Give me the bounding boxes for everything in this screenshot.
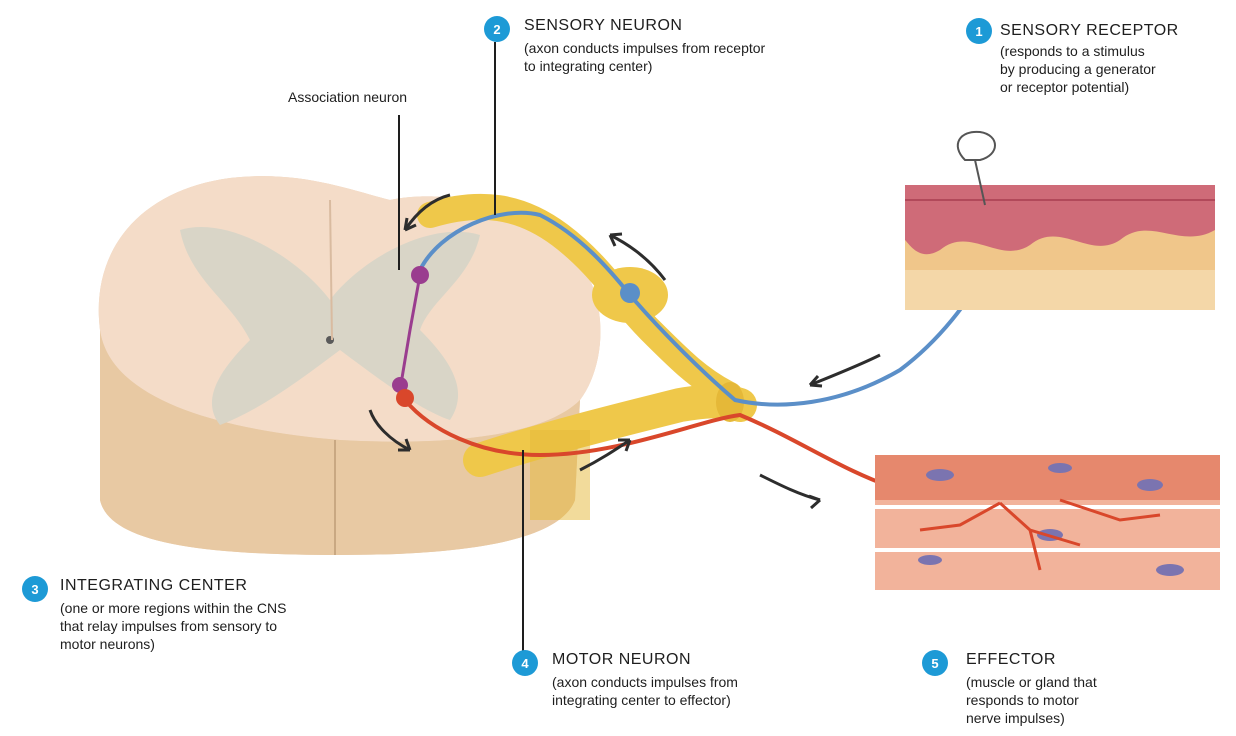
step-desc-line: (one or more regions within the CNS — [60, 599, 286, 617]
step-badge: 2 — [484, 16, 510, 42]
step-title: SENSORY NEURON — [524, 16, 682, 35]
step-desc-line: by producing a generator — [1000, 60, 1156, 78]
step-title: EFFECTOR — [966, 650, 1056, 669]
step-badge: 4 — [512, 650, 538, 676]
step-title: INTEGRATING CENTER — [60, 576, 247, 595]
step-desc-line: (muscle or gland that — [966, 673, 1097, 691]
step-desc-line: responds to motor — [966, 691, 1079, 709]
step-desc-line: (axon conducts impulses from receptor — [524, 39, 765, 57]
spinal-cord-section — [99, 176, 601, 555]
step-badge: 1 — [966, 18, 992, 44]
step-desc-line: nerve impulses) — [966, 709, 1065, 727]
association-neuron-label: Association neuron — [288, 88, 407, 106]
step-desc-line: motor neurons) — [60, 635, 155, 653]
step-desc-line: that relay impulses from sensory to — [60, 617, 277, 635]
step-desc-line: integrating center to effector) — [552, 691, 731, 709]
step-desc-line: to integrating center) — [524, 57, 652, 75]
step-desc-line: (responds to a stimulus — [1000, 42, 1145, 60]
step-title: SENSORY RECEPTOR — [1000, 21, 1179, 40]
step-desc-line: or receptor potential) — [1000, 78, 1129, 96]
muscle-tissue — [875, 455, 1220, 590]
step-desc-line: (axon conducts impulses from — [552, 673, 738, 691]
skin-tissue — [905, 185, 1215, 310]
step-title: MOTOR NEURON — [552, 650, 691, 669]
step-badge: 5 — [922, 650, 948, 676]
step-badge: 3 — [22, 576, 48, 602]
